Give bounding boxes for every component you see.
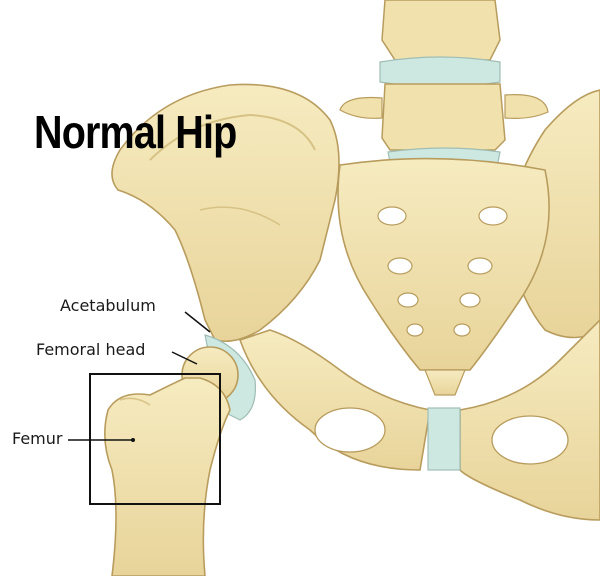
label-femoral-head: Femoral head [36,340,145,359]
femur [105,378,230,576]
sacrum [338,159,549,395]
label-femur: Femur [12,429,62,448]
coccyx [425,370,465,395]
right-obturator-foramen [492,416,568,464]
lumbar-spine [340,0,548,176]
pubic-symphysis [428,408,460,470]
diagram-title: Normal Hip [34,105,236,159]
intervertebral-disc-1 [380,57,500,87]
label-acetabulum: Acetabulum [60,296,156,315]
left-obturator-foramen [315,408,385,452]
